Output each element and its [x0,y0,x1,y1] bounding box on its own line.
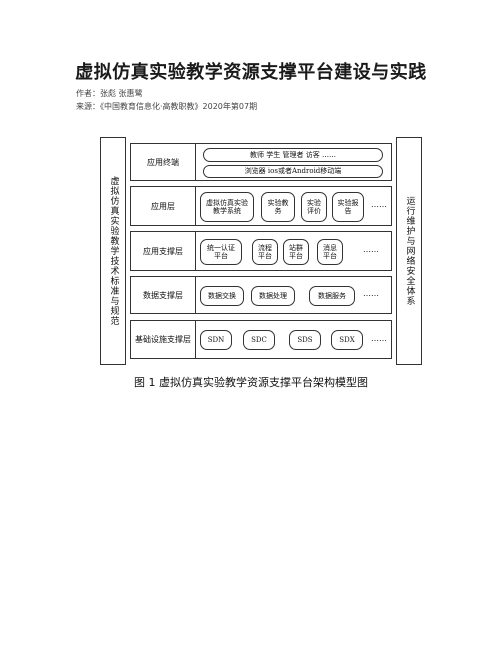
module-box: 数据服务 [309,286,355,306]
module-box: 实验 评价 [301,192,327,222]
module-box: 虚拟仿真实验 教学系统 [200,192,254,222]
module-box: SDC [243,330,275,350]
module-box: 消息 平台 [317,239,343,265]
document-title: 虚拟仿真实验教学资源支撑平台建设与实践 [75,62,427,83]
figure-caption: 图 1 虚拟仿真实验教学资源支撑平台架构模型图 [134,376,368,389]
layer-application: 应用层 虚拟仿真实验 教学系统 实验教 务 实验 评价 实验报 告 …… [130,186,392,226]
layer-body: 教师 学生 管理者 访客 …… 浏览器 ios或者Android移动端 [195,144,391,180]
module-box: 实验教 务 [261,192,295,222]
left-side-label: 虚拟仿真实验教学技术标准与规范 [108,176,119,326]
right-side-label: 运行维护与网络安全体系 [404,196,415,306]
layer-infrastructure-support: 基础设施支撑层 SDN SDC SDS SDX …… [130,320,392,359]
module-box: SDS [289,330,321,350]
module-box: 流程 平台 [252,239,278,265]
client-types-box: 浏览器 ios或者Android移动端 [203,165,383,178]
layer-name: 应用终端 [131,144,196,180]
layer-name: 基础设施支撑层 [131,321,196,358]
layer-data-support: 数据支撑层 数据交换 数据处理 数据服务 …… [130,276,392,314]
layer-application-terminal: 应用终端 教师 学生 管理者 访客 …… 浏览器 ios或者Android移动端 [130,143,392,181]
left-standards-column: 虚拟仿真实验教学技术标准与规范 [100,137,126,365]
layer-name: 应用支撑层 [131,232,196,270]
right-security-column: 运行维护与网络安全体系 [396,137,422,365]
layer-name: 应用层 [131,187,196,225]
module-box: 数据处理 [251,286,295,306]
source-line: 来源：《中国教育信息化·高教职教》2020年第07期 [76,102,258,111]
layer-name: 数据支撑层 [131,277,196,313]
module-box: 数据交换 [200,286,244,306]
more-ellipsis: …… [371,334,387,343]
more-ellipsis: …… [371,200,387,209]
module-box: 站群 平台 [283,239,309,265]
module-box: 实验报 告 [332,192,364,222]
module-box: 统一认证 平台 [200,239,242,265]
architecture-diagram: 虚拟仿真实验教学技术标准与规范 运行维护与网络安全体系 应用终端 教师 学生 管… [100,137,422,365]
layer-application-support: 应用支撑层 统一认证 平台 流程 平台 站群 平台 消息 平台 …… [130,231,392,271]
layer-body: SDN SDC SDS SDX …… [195,321,391,358]
layer-body: 虚拟仿真实验 教学系统 实验教 务 实验 评价 实验报 告 …… [195,187,391,225]
module-box: SDX [331,330,363,350]
user-roles-box: 教师 学生 管理者 访客 …… [203,148,383,162]
more-ellipsis: …… [363,289,379,298]
layer-body: 数据交换 数据处理 数据服务 …… [195,277,391,313]
layer-body: 统一认证 平台 流程 平台 站群 平台 消息 平台 …… [195,232,391,270]
more-ellipsis: …… [363,245,379,254]
authors-line: 作者：张彪 张惠鹭 [76,89,143,98]
module-box: SDN [200,330,232,350]
